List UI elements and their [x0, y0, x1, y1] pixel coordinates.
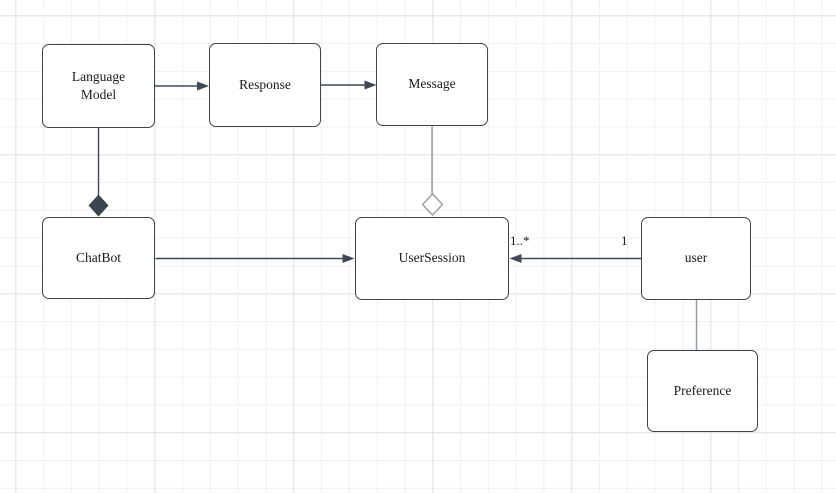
arrowhead-right-icon — [364, 80, 377, 90]
composition-diamond-icon — [88, 194, 109, 217]
edge-chatbot-user-session[interactable] — [155, 254, 355, 263]
multiplicity-label-target: 1..* — [510, 233, 530, 248]
edge-response-message[interactable] — [321, 80, 377, 90]
node-label: ChatBot — [75, 249, 121, 265]
node-label: Message — [408, 76, 456, 92]
node-label: Language Model — [71, 68, 126, 102]
node-chatbot[interactable]: ChatBot — [42, 217, 155, 299]
edge-message-user-session-aggregation[interactable] — [421, 126, 444, 216]
arrowhead-right-icon — [342, 254, 355, 263]
node-label: user — [684, 250, 708, 266]
edge-user-user-session[interactable] — [509, 254, 642, 263]
multiplicity-label-source: 1 — [621, 233, 628, 248]
node-label: UserSession — [398, 250, 466, 266]
edge-language-model-chatbot-composition[interactable] — [88, 128, 109, 217]
arrowhead-left-icon — [509, 254, 522, 263]
node-language-model[interactable]: Language Model — [42, 44, 155, 128]
node-response[interactable]: Response — [209, 43, 321, 127]
node-label: Response — [239, 76, 291, 92]
node-user[interactable]: user — [641, 217, 751, 300]
node-preference[interactable]: Preference — [647, 350, 758, 432]
node-message[interactable]: Message — [376, 43, 488, 126]
node-user-session[interactable]: UserSession — [355, 217, 509, 300]
aggregation-diamond-icon — [421, 193, 444, 216]
node-label: Preference — [673, 382, 732, 398]
edge-language-model-response[interactable] — [155, 81, 209, 91]
arrowhead-right-icon — [197, 81, 209, 91]
